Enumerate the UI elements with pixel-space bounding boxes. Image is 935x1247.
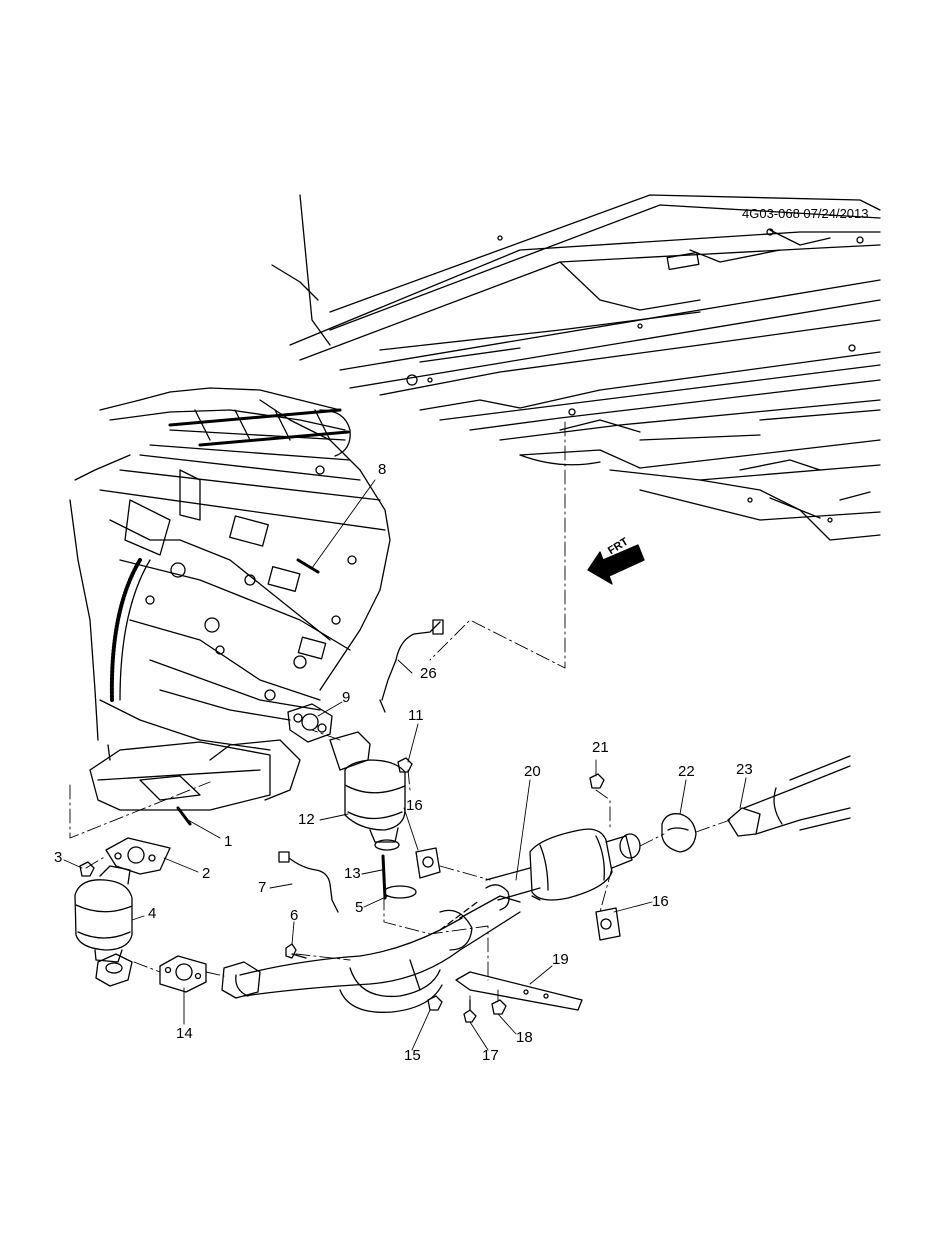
tailpipe-23	[727, 755, 851, 837]
gasket-2	[105, 837, 171, 875]
oxygen-sensor-7	[278, 851, 339, 913]
drawing-number: 4G03-068 07/24/2013	[742, 206, 869, 221]
oxygen-sensor-26	[379, 619, 444, 713]
vehicle-underbody	[271, 194, 881, 541]
bolt-3	[79, 861, 95, 877]
stud-1	[176, 806, 192, 826]
bolt-6	[285, 943, 307, 959]
muffler-20	[485, 828, 641, 901]
callout-13: 13	[344, 865, 361, 882]
callout-3: 3	[54, 849, 63, 866]
callout-11: 11	[408, 707, 424, 724]
callout-9: 9	[342, 689, 351, 706]
callout-18: 18	[516, 1029, 533, 1046]
callout-16-upper: 16	[406, 797, 423, 814]
hanger-16-lower	[595, 907, 621, 941]
leader-lines	[63, 479, 747, 1051]
callout-17: 17	[482, 1047, 499, 1064]
callout-7: 7	[258, 879, 267, 896]
engine-block	[69, 387, 391, 811]
callout-12: 12	[298, 811, 315, 828]
nut-18	[491, 999, 507, 1015]
callout-14: 14	[176, 1025, 193, 1042]
callout-26: 26	[420, 665, 437, 682]
hanger-16-upper	[415, 847, 441, 879]
gasket-14	[159, 955, 207, 993]
callout-2: 2	[202, 865, 211, 882]
nut-21	[589, 773, 605, 789]
forward-arrow-icon	[587, 544, 645, 585]
clamp-22	[661, 813, 697, 853]
bracket-19	[455, 971, 583, 1011]
stud-8	[296, 558, 320, 574]
callout-16-lower: 16	[652, 893, 669, 910]
callout-21: 21	[592, 739, 609, 756]
nut-11	[397, 757, 413, 773]
callout-4: 4	[148, 905, 157, 922]
assembly-lines	[69, 421, 731, 1011]
catalytic-converter-4	[74, 865, 133, 987]
catalytic-converter-12	[329, 731, 406, 851]
callout-8: 8	[378, 461, 387, 478]
callout-6: 6	[290, 907, 299, 924]
gasket-5	[383, 885, 417, 899]
callout-20: 20	[524, 763, 541, 780]
gasket-9	[287, 703, 333, 743]
callout-22: 22	[678, 763, 695, 780]
callout-5: 5	[355, 899, 364, 916]
callout-15: 15	[404, 1047, 421, 1064]
nut-15	[427, 995, 443, 1011]
callout-23: 23	[736, 761, 753, 778]
callout-19: 19	[552, 951, 569, 968]
callout-1: 1	[224, 833, 233, 850]
